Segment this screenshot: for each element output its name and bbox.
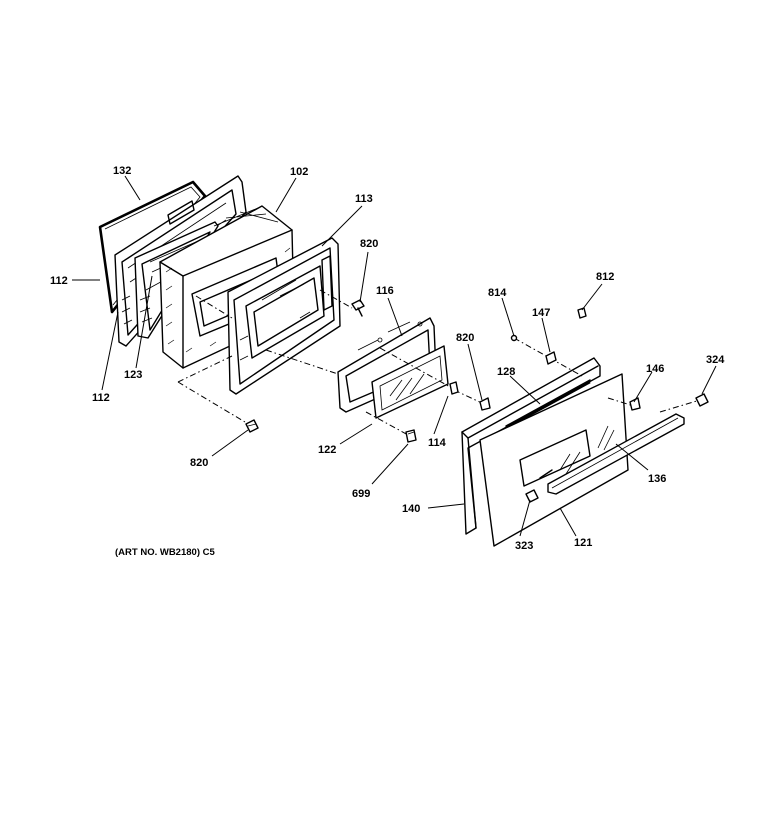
label-699: 699 — [352, 488, 370, 500]
label-140: 140 — [402, 503, 420, 515]
label-123: 123 — [124, 369, 142, 381]
screw-820-upper — [351, 299, 365, 317]
label-812: 812 — [596, 271, 614, 283]
part-113-inner-panel — [227, 237, 341, 395]
label-102: 102 — [290, 166, 308, 178]
part-114-clip — [449, 381, 459, 395]
label-147: 147 — [532, 307, 550, 319]
label-112-lower: 112 — [92, 392, 110, 404]
label-820-right: 820 — [456, 332, 474, 344]
label-121: 121 — [574, 537, 592, 549]
assembly-line-699 — [365, 411, 411, 437]
part-121-outer-glass — [479, 373, 629, 547]
label-814: 814 — [488, 287, 507, 299]
art-number-caption: (ART NO. WB2180) C5 — [115, 547, 215, 558]
assembly-line-114-820 — [453, 389, 485, 405]
part-814-pin — [510, 334, 518, 342]
part-122-window-glass — [371, 345, 449, 419]
part-323-badge — [525, 489, 539, 503]
label-112-upper: 112 — [50, 275, 68, 287]
label-136: 136 — [648, 473, 666, 485]
label-820-lower: 820 — [190, 457, 208, 469]
label-128: 128 — [497, 366, 515, 378]
label-113: 113 — [355, 193, 373, 205]
part-324-cap — [695, 393, 709, 407]
assembly-line-820-left — [177, 381, 251, 426]
part-147-bumper — [545, 351, 557, 365]
assembly-line-324 — [659, 399, 701, 413]
screw-699 — [405, 429, 417, 443]
assembly-line-glass-114 — [379, 347, 453, 389]
part-136-door-handle — [539, 413, 685, 495]
label-122: 122 — [318, 444, 336, 456]
label-820-upper: 820 — [360, 238, 378, 250]
assembly-line-113-left — [177, 355, 233, 383]
screw-820-lower — [245, 419, 259, 433]
assembly-line-820-top — [319, 289, 353, 309]
leader-lines — [72, 175, 717, 537]
label-324: 324 — [706, 354, 725, 366]
label-114: 114 — [428, 437, 447, 449]
part-812-screw — [577, 307, 587, 319]
label-323: 323 — [515, 540, 533, 552]
label-116: 116 — [376, 285, 394, 297]
assembly-line-113-right — [265, 349, 345, 377]
label-146: 146 — [646, 363, 664, 375]
label-132: 132 — [113, 165, 131, 177]
screw-820-right — [479, 397, 491, 411]
